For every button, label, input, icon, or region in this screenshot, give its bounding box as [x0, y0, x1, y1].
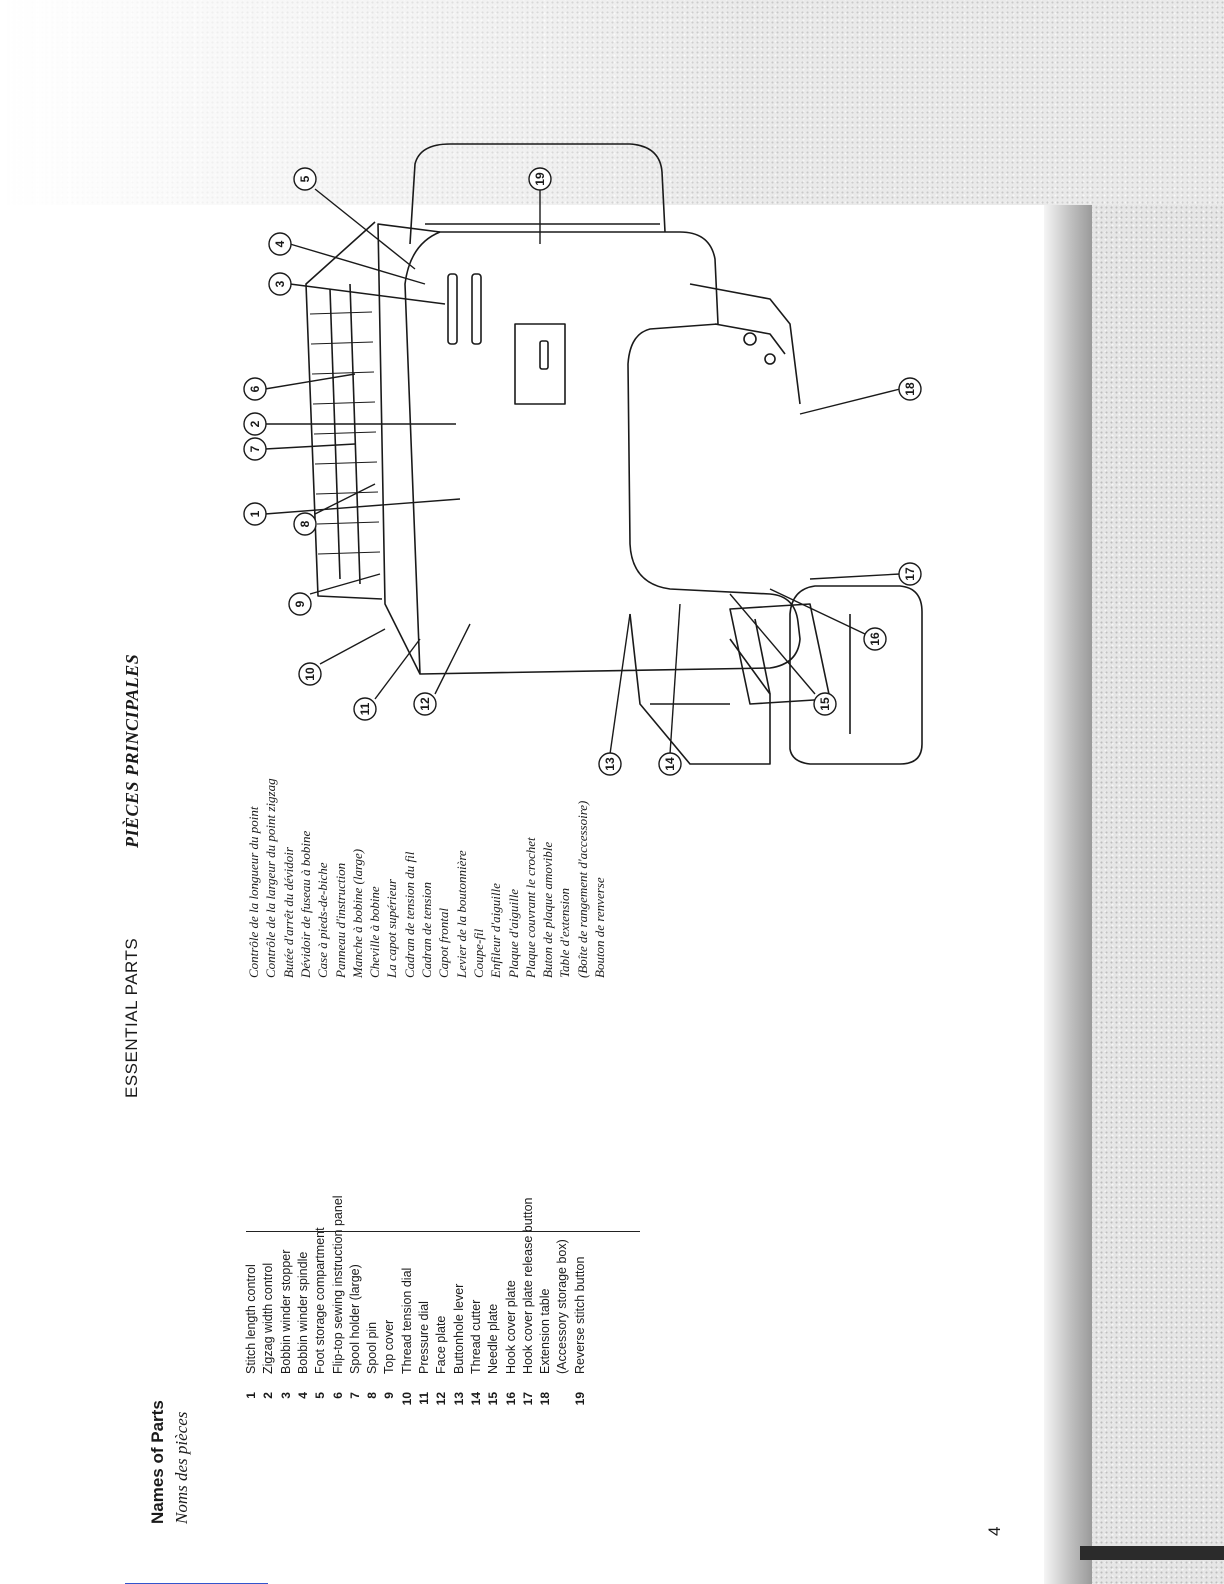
part-name-en-note: (Accessory storage box) [555, 1239, 570, 1374]
part-number: 1 [244, 1392, 258, 1399]
part-number: 18 [538, 1392, 553, 1406]
part-name-fr: Dévidoir de fuseau à bobine [297, 830, 313, 978]
part-number: 10 [399, 1392, 414, 1406]
part-name-en: Face plate [434, 1315, 449, 1374]
part-name-fr: Manche à bobine (large) [349, 848, 365, 978]
part-number: 19 [572, 1392, 587, 1406]
callout-4: 4 [273, 240, 287, 247]
part-number: 2 [261, 1392, 276, 1399]
part-name-fr: Butée d'arrêt du dévidoir [280, 847, 296, 978]
callout-10: 10 [303, 667, 317, 681]
part-name-en: Thread tension dial [399, 1267, 414, 1374]
part-name-fr: Table d'extension [557, 887, 573, 978]
callout-18: 18 [903, 382, 917, 396]
part-name-en: Buttonhole lever [451, 1283, 466, 1374]
names-of-parts-title: Names of Parts [148, 1400, 167, 1524]
face-plate [409, 143, 666, 245]
part-number: 14 [468, 1392, 483, 1406]
part-name-en: Spool holder (large) [347, 1264, 362, 1374]
part-name-en: Hook cover plate [503, 1280, 518, 1374]
pieces-principales-title: PIÈCES PRINCIPALES [122, 653, 142, 848]
part-name-fr: Case à pieds-de-biche [315, 862, 331, 978]
part-name-fr: Coupe-fil [470, 928, 486, 978]
callout-2: 2 [248, 420, 262, 427]
callout-9: 9 [293, 600, 307, 607]
part-name-fr: Cadran de tension [419, 881, 434, 978]
part-name-fr: Plaque d'aiguille [505, 888, 521, 978]
part-name-en: Zigzag width control [261, 1262, 276, 1374]
part-number: 6 [330, 1392, 345, 1399]
english-parts-list: 1 Stitch length control 2 Zigzag width cont… [244, 1158, 624, 1418]
part-name-en: Pressure dial [417, 1301, 431, 1374]
callout-13: 13 [603, 757, 617, 771]
part-name-fr: Capot frontal [436, 908, 452, 978]
callout-15: 15 [818, 697, 832, 711]
part-number: 13 [451, 1392, 466, 1406]
part-name-en: Flip-top sewing instruction panel [330, 1195, 345, 1374]
part-name-fr: La capot supérieur [384, 879, 400, 978]
callout-1: 1 [248, 510, 262, 517]
callout-16: 16 [868, 632, 882, 646]
extension-table [789, 585, 923, 765]
part-name-en: Hook cover plate release button [520, 1197, 535, 1375]
part-number: 17 [520, 1392, 535, 1406]
callout-7: 7 [248, 445, 262, 452]
part-name-fr: Panneau d'instruction [332, 862, 348, 978]
callout-3: 3 [273, 280, 287, 287]
part-number: 4 [295, 1392, 310, 1399]
part-name-en: Spool pin [365, 1321, 380, 1374]
part-name-fr: Cadran de tension du fil [401, 851, 417, 978]
callout-17: 17 [903, 567, 917, 581]
column-divider [246, 1231, 640, 1232]
part-number: 16 [503, 1392, 518, 1406]
callout-6: 6 [248, 385, 262, 392]
part-name-fr: Buton de plaque amovible [540, 841, 556, 978]
sewing-machine-diagram: 1 2 3 4 5 6 7 8 9 10 11 12 13 14 15 16 1… [243, 143, 923, 776]
part-number: 5 [313, 1392, 328, 1399]
callout-11: 11 [358, 702, 372, 715]
part-name-fr: Levier de la boutonnière [453, 850, 469, 978]
part-name-en: Top cover [382, 1319, 397, 1374]
page-sheet [0, 205, 1048, 1584]
part-name-en: Thread cutter [468, 1299, 483, 1374]
callout-8: 8 [298, 520, 312, 527]
part-name-fr: Cheville à bobine [367, 886, 383, 978]
part-name-fr: Plaque couvrant le crochet [522, 837, 538, 978]
part-name-en: Reverse stitch button [572, 1256, 587, 1374]
callout-14: 14 [663, 757, 677, 771]
part-number: 9 [382, 1392, 397, 1399]
part-number: 12 [434, 1392, 449, 1406]
part-name-fr-extra: Bouton de renverse [592, 877, 607, 978]
callout-5: 5 [298, 175, 312, 182]
callout-19: 19 [533, 172, 547, 186]
scan-shadow-top [0, 0, 1224, 205]
part-name-en: Bobbin winder spindle [295, 1251, 310, 1374]
essential-parts-title: ESSENTIAL PARTS [122, 937, 141, 1098]
page-number: 4 [985, 1526, 1004, 1536]
page-edge [1044, 205, 1092, 1584]
callout-12: 12 [418, 697, 432, 711]
part-name-en: Foot storage compartment [313, 1227, 328, 1374]
part-number: 15 [486, 1392, 501, 1406]
part-number: 7 [347, 1392, 362, 1399]
part-number: 8 [365, 1392, 380, 1399]
part-number: 11 [417, 1392, 431, 1405]
names-of-parts-subtitle: Noms des pièces [172, 1411, 191, 1524]
part-name-en: Bobbin winder stopper [278, 1249, 293, 1374]
page-edge-bar [1080, 1546, 1224, 1560]
part-name-en: Extension table [538, 1288, 553, 1374]
part-name-fr: Enfileur d'aiguille [488, 883, 504, 978]
part-number: 3 [278, 1392, 293, 1399]
part-name-en: Stitch length control [244, 1264, 258, 1374]
part-name-en: Needle plate [486, 1303, 501, 1374]
instruction-panel [305, 221, 383, 600]
